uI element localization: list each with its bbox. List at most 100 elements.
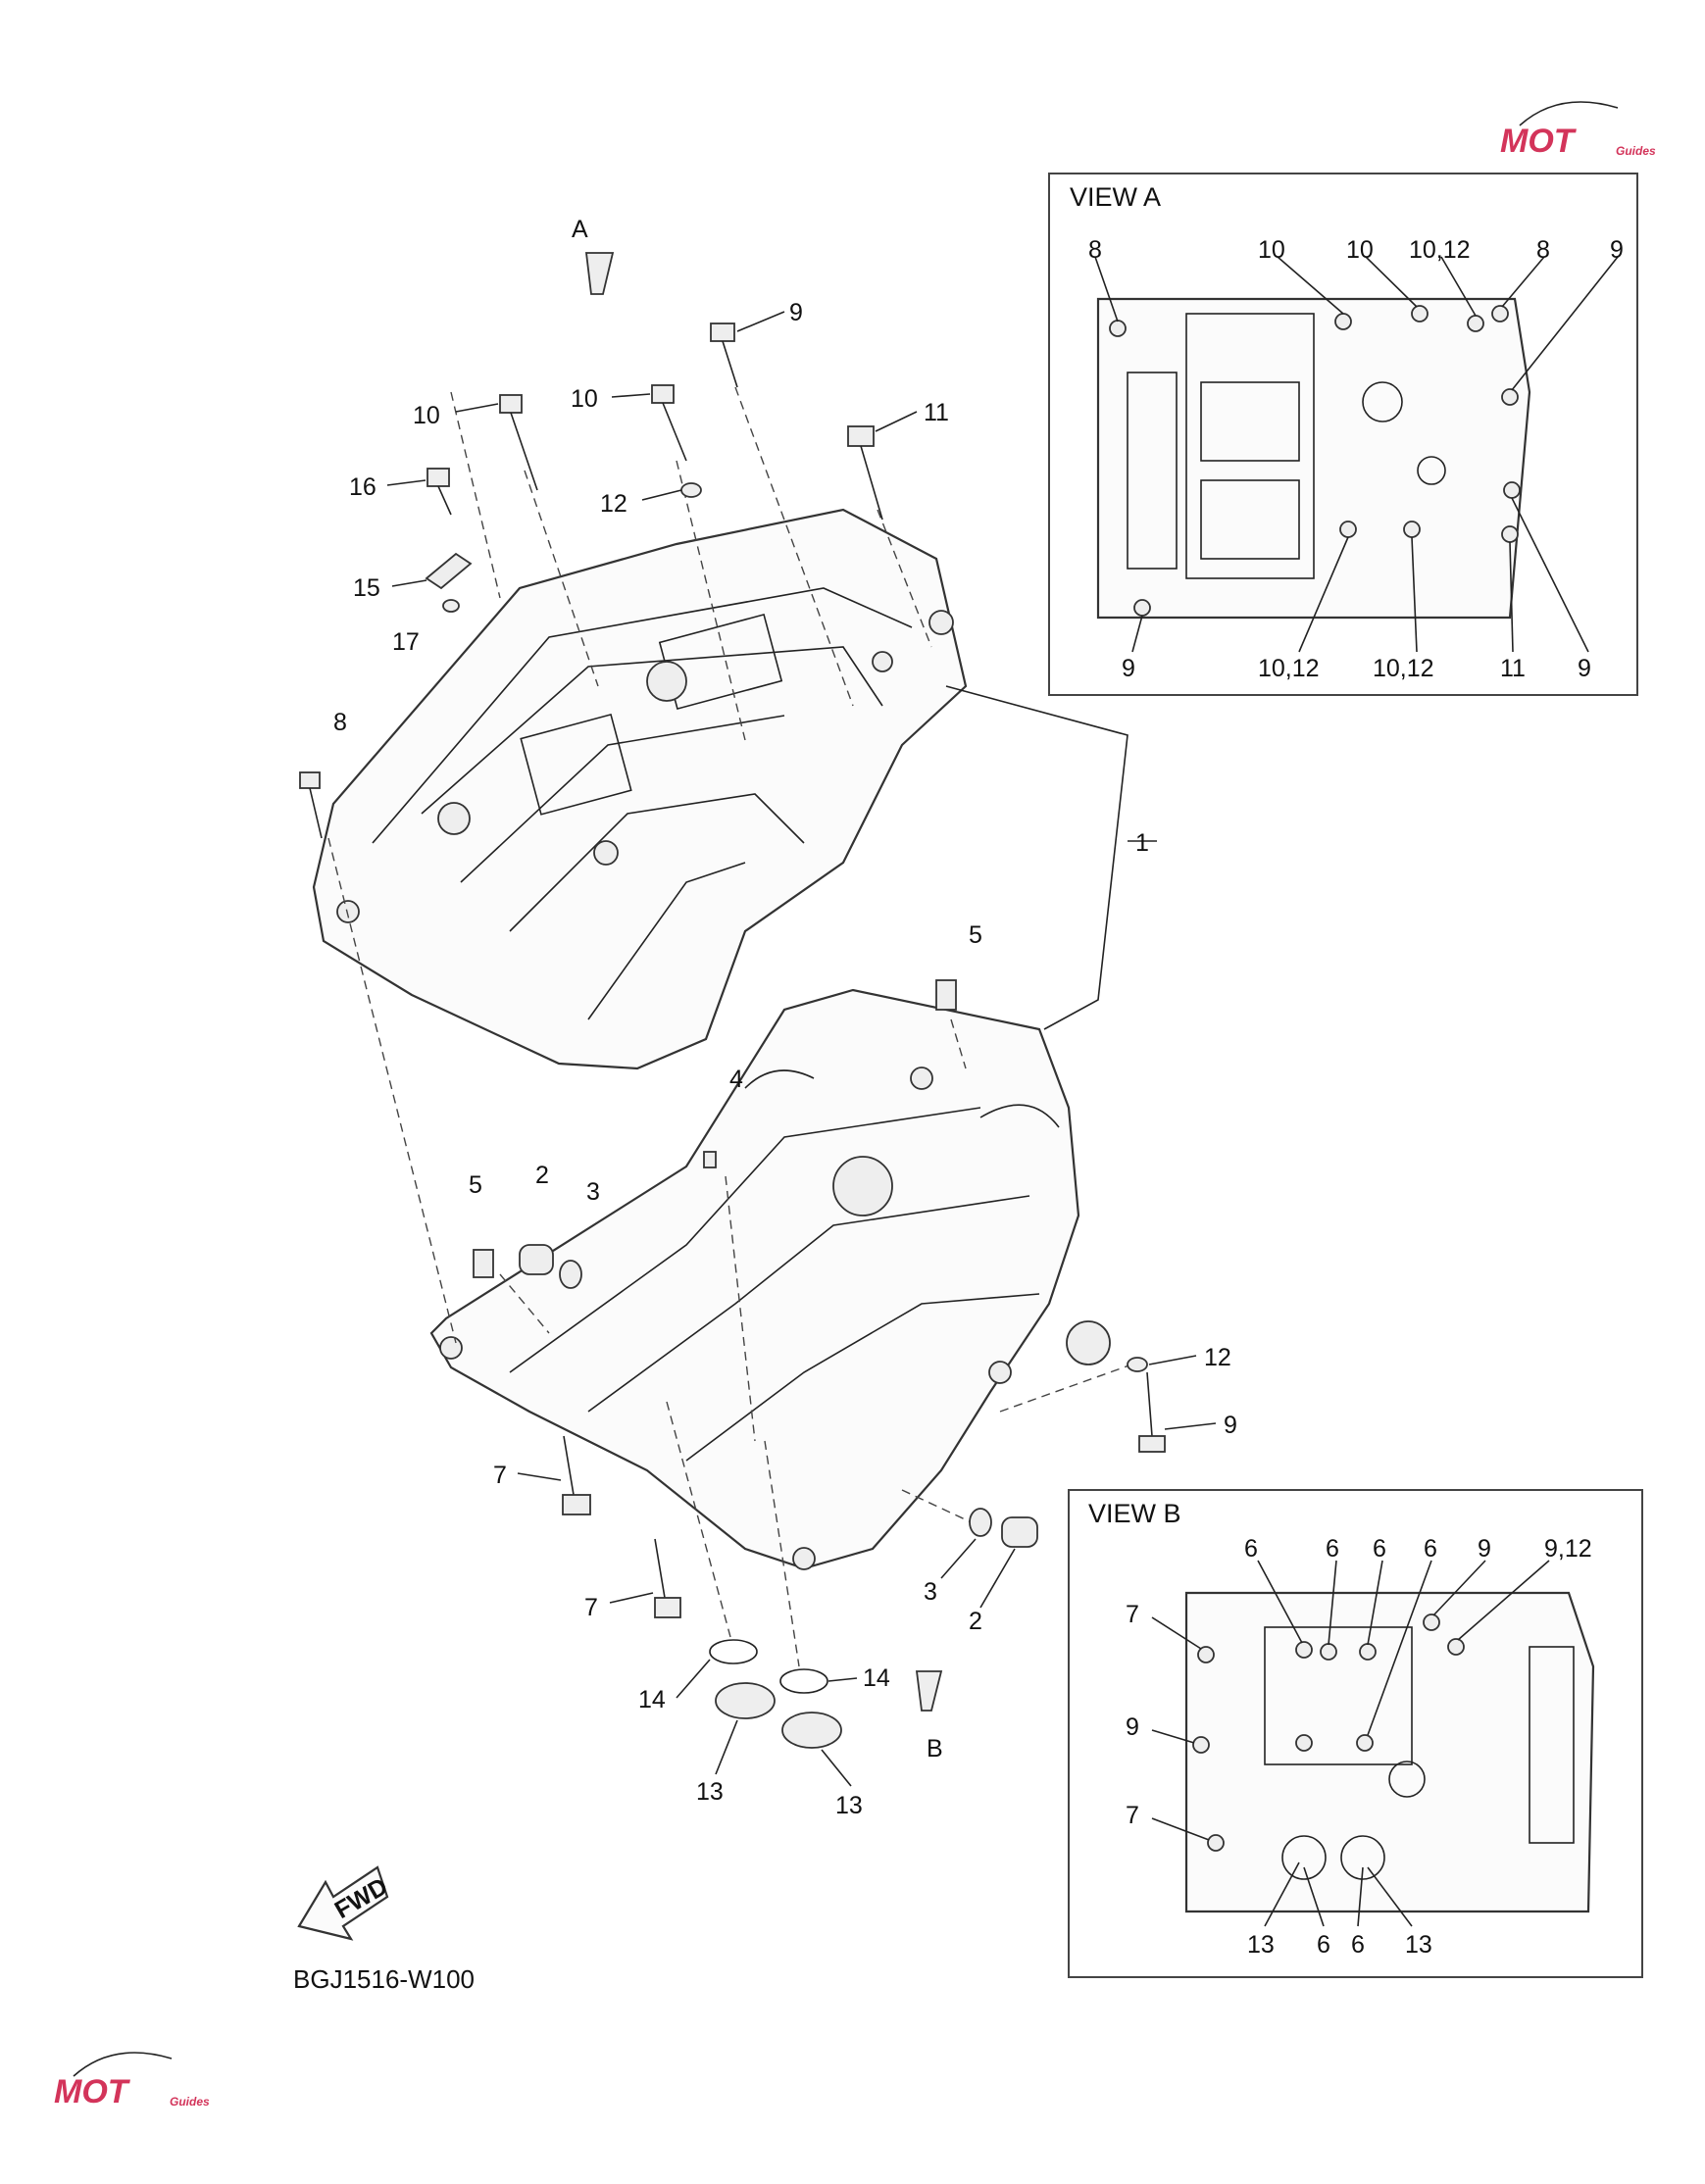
view-b-top-label: 6 <box>1373 1535 1386 1563</box>
callout-1: 1 <box>1135 829 1149 857</box>
bolt-9b-icon <box>1138 1371 1166 1453</box>
view-a-bottom-label: 9 <box>1578 655 1591 682</box>
bolt-8-icon <box>299 771 323 839</box>
bolt-9a-icon <box>710 323 738 388</box>
oring-3b-icon <box>969 1508 992 1537</box>
watermark-text: MOT <box>1500 123 1578 160</box>
label-arrow-a: A <box>572 216 588 243</box>
dowel-5b-icon <box>473 1249 494 1278</box>
upper-crankcase <box>312 508 968 1070</box>
bolt-7b-icon <box>654 1538 681 1618</box>
callout-7: 7 <box>584 1594 598 1621</box>
callout-2: 2 <box>535 1162 549 1189</box>
view-b-top-label: 6 <box>1424 1535 1437 1563</box>
callout-15: 15 <box>353 574 380 602</box>
watermark-sub: Guides <box>170 2095 210 2109</box>
label-arrow-b: B <box>927 1735 943 1762</box>
callout-9: 9 <box>789 299 803 326</box>
lower-crankcase <box>429 988 1111 1570</box>
leader-lines <box>327 386 1157 1667</box>
view-a-bottom-label: 11 <box>1500 655 1526 682</box>
oring-3a-icon <box>559 1260 582 1289</box>
callout-8: 8 <box>333 709 347 736</box>
fwd-arrow-icon <box>297 1865 389 1941</box>
view-b-top-label: 6 <box>1244 1535 1258 1563</box>
plug-2a-icon <box>519 1244 554 1275</box>
view-b-left-label: 7 <box>1126 1601 1139 1628</box>
callout-labels: A 9 10 10 11 16 12 15 17 8 1 5 4 5 2 3 1… <box>333 216 1237 1819</box>
strainer-13a-icon <box>715 1682 776 1719</box>
bolt-7a-icon <box>562 1435 591 1515</box>
strainer-13b-icon <box>781 1712 842 1749</box>
callout-5: 5 <box>969 921 982 949</box>
view-b-top-label: 6 <box>1326 1535 1339 1563</box>
swoosh-icon <box>1519 101 1619 126</box>
bracket-15-icon <box>425 552 473 590</box>
callout-17: 17 <box>392 628 420 656</box>
view-a-inset: VIEW A <box>1048 173 1638 696</box>
callout-16: 16 <box>349 473 376 501</box>
callout-14: 14 <box>863 1664 890 1692</box>
callout-12: 12 <box>600 490 627 518</box>
view-b-title: VIEW B <box>1088 1499 1181 1528</box>
callout-10: 10 <box>571 385 598 413</box>
washer-12b-icon <box>1127 1357 1148 1372</box>
callout-2: 2 <box>969 1608 982 1635</box>
view-a-bottom-label: 10,12 <box>1373 655 1434 682</box>
small-parts <box>299 252 1166 1749</box>
view-a-top-label: 10 <box>1258 236 1285 264</box>
callout-leaders <box>386 311 1217 1787</box>
watermark-logo-bottom: MOT Guides <box>54 2052 210 2110</box>
bolt-16-icon <box>426 468 452 516</box>
callout-11: 11 <box>924 399 949 426</box>
callout-14: 14 <box>638 1686 666 1713</box>
fwd-arrow: FWD <box>297 1865 392 1941</box>
callout-3: 3 <box>924 1578 937 1606</box>
callout-12: 12 <box>1204 1344 1231 1371</box>
view-b-left-label: 9 <box>1126 1713 1139 1741</box>
bolt-11-icon <box>847 425 883 521</box>
view-b-arrow-icon <box>915 1670 943 1712</box>
plug-2b-icon <box>1001 1516 1038 1548</box>
callout-13: 13 <box>835 1792 863 1819</box>
view-a-bottom-label: 10,12 <box>1258 655 1320 682</box>
view-b-inset: VIEW B <box>1068 1489 1643 1978</box>
view-b-left-label: 7 <box>1126 1802 1139 1829</box>
watermark-sub: Guides <box>1616 144 1656 158</box>
callout-3: 3 <box>586 1178 600 1206</box>
callout-13: 13 <box>696 1778 724 1806</box>
view-a-title: VIEW A <box>1070 182 1161 212</box>
oring-14a-icon <box>709 1639 758 1664</box>
washer-17-icon <box>442 599 460 613</box>
view-a-top-label: 10,12 <box>1409 236 1471 264</box>
watermark-text: MOT <box>54 2073 131 2110</box>
view-b-top-label: 9 <box>1478 1535 1491 1563</box>
view-a-arrow-icon <box>584 252 615 295</box>
view-a-top-label: 9 <box>1610 236 1624 264</box>
view-b-bottom-label: 6 <box>1351 1931 1365 1959</box>
view-a-top-label: 8 <box>1088 236 1102 264</box>
washer-12a-icon <box>680 482 702 498</box>
callout-9: 9 <box>1224 1412 1237 1439</box>
view-b-bottom-label: 13 <box>1405 1931 1432 1959</box>
view-b-bottom-label: 6 <box>1317 1931 1330 1959</box>
watermark-logo-top: MOT Guides <box>1500 101 1656 160</box>
view-b-bottom-label: 13 <box>1247 1931 1275 1959</box>
bolt-10a-icon <box>499 394 538 491</box>
dowel-5a-icon <box>935 979 957 1011</box>
callout-4: 4 <box>729 1066 743 1093</box>
view-b-leaders <box>1151 1560 1550 1927</box>
callout-5: 5 <box>469 1171 482 1199</box>
swoosh-icon <box>73 2052 173 2077</box>
view-a-top-label: 10 <box>1346 236 1374 264</box>
view-a-top-label: 8 <box>1536 236 1550 264</box>
view-a-bottom-label: 9 <box>1122 655 1135 682</box>
view-a-leaders <box>1094 256 1619 653</box>
view-b-top-label: 9,12 <box>1544 1535 1592 1563</box>
dowel-4-icon <box>703 1151 717 1168</box>
callout-7: 7 <box>493 1462 507 1489</box>
callout-10: 10 <box>413 402 440 429</box>
oring-14b-icon <box>779 1668 828 1694</box>
diagram-code: BGJ1516-W100 <box>293 1964 475 1994</box>
